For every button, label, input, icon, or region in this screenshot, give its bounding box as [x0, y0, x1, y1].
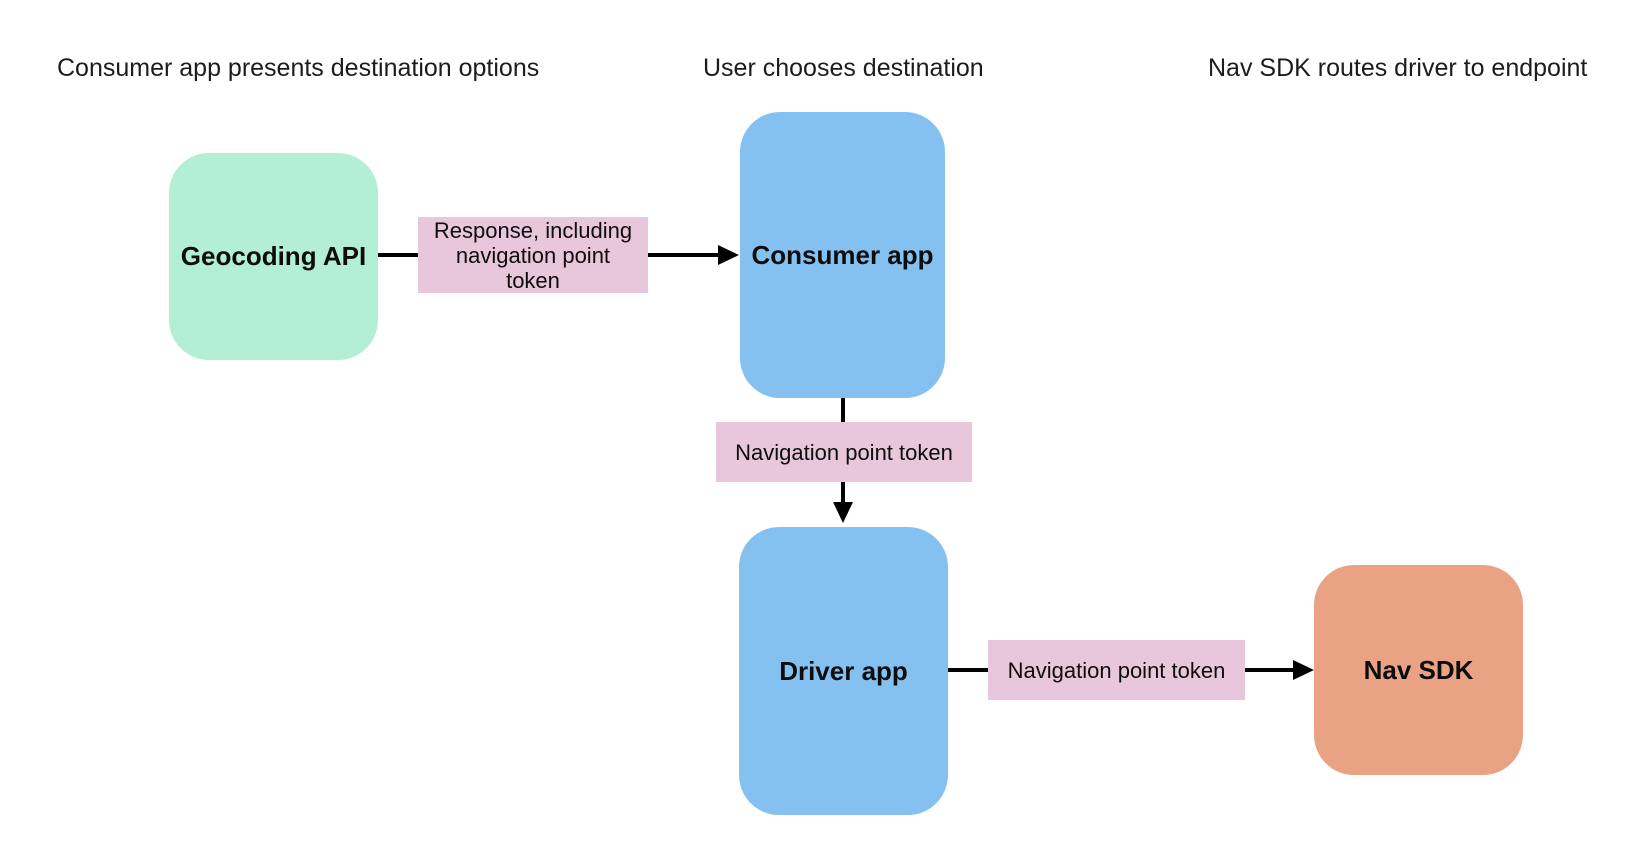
column-header-consumer-presents: Consumer app presents destination option… [57, 54, 540, 82]
node-nav-sdk: Nav SDK [1314, 565, 1523, 775]
node-driver-app: Driver app [739, 527, 948, 815]
column-header-user-chooses: User chooses destination [703, 54, 984, 82]
arrowhead-right-icon [1293, 660, 1314, 680]
edge-label-navigation-point-token-1: Navigation point token [716, 422, 972, 482]
node-geocoding-api: Geocoding API [169, 153, 378, 360]
edge-label-navigation-point-token-2: Navigation point token [988, 640, 1245, 700]
column-header-navsdk-routes: Nav SDK routes driver to endpoint [1208, 54, 1588, 82]
node-consumer-app: Consumer app [740, 112, 945, 398]
arrowhead-down-icon [833, 502, 853, 523]
edge-label-response-token: Response, including navigation point tok… [418, 217, 648, 293]
arrowhead-right-icon [718, 245, 739, 265]
